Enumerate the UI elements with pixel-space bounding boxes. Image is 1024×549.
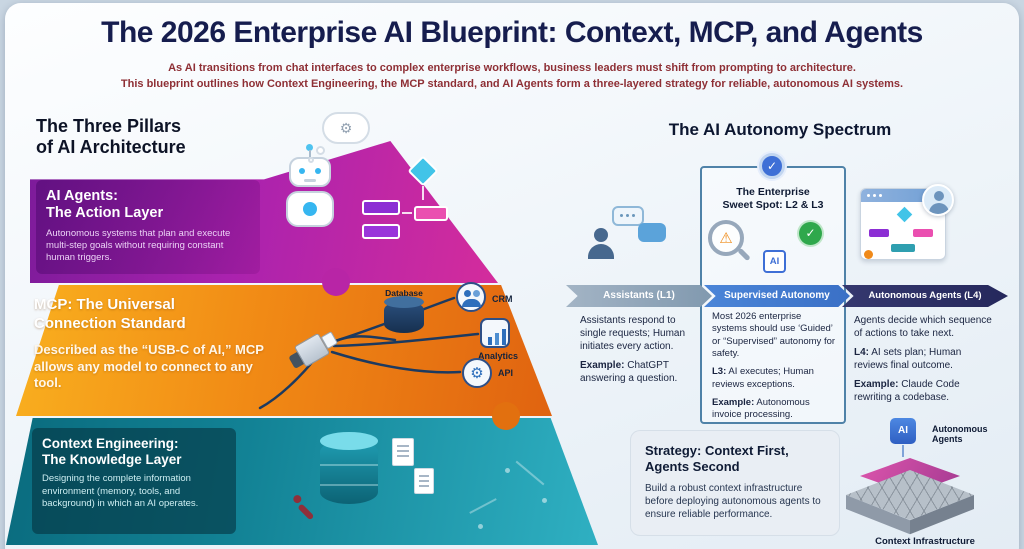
segment-supervised: Supervised Autonomy (704, 285, 850, 307)
status-dot (864, 250, 873, 259)
subtitle-line-2: This blueprint outlines how Context Engi… (120, 78, 904, 90)
assistants-description: Assistants respond to single requests; H… (580, 315, 686, 352)
strategy-box: Strategy: Context First, Agents Second B… (630, 430, 840, 536)
subtitle-line-1: As AI transitions from chat interfaces t… (168, 62, 856, 74)
mcp-title-line1: MCP: The Universal (34, 296, 175, 313)
database-icon: Database (378, 288, 430, 338)
context-title-line2: The Knowledge Layer (42, 452, 182, 468)
flowchart-node-icon (414, 206, 448, 221)
autonomous-description: Agents decide which sequence of actions … (854, 315, 992, 339)
chat-user-icon (588, 206, 670, 268)
stack-ai-chip-icon: AI (890, 418, 916, 444)
spectrum-heading: The AI Autonomy Spectrum (668, 120, 892, 139)
ai-chip-icon: AI (763, 250, 786, 273)
autonomous-agents-label: Autonomous Agents (932, 424, 988, 445)
page-title: The 2026 Enterprise AI Blueprint: Contex… (101, 16, 923, 49)
strategy-body: Build a robust context infrastructure be… (645, 482, 821, 521)
context-infrastructure-label: Context Infrastructure (875, 536, 975, 547)
sweet-spot-line1: The Enterprise (736, 186, 810, 198)
agents-body: Autonomous systems that plan and execute… (46, 227, 231, 264)
flowchart-diamond-icon (407, 155, 439, 187)
crm-label: CRM (492, 294, 513, 304)
avatar-icon (922, 184, 954, 216)
thought-bubble-dot (316, 146, 325, 155)
chip-connector (902, 445, 904, 457)
thought-bubble-icon: ⚙ (322, 112, 370, 144)
analytics-label: Analytics (478, 351, 519, 361)
strategy-title-line2: Agents Second (645, 458, 740, 474)
context-layer-text: Context Engineering: The Knowledge Layer… (32, 428, 236, 534)
circuit-dot (505, 468, 510, 473)
context-title-line1: Context Engineering: (42, 436, 179, 451)
supervised-example: Example: Autonomous invoice processing. (712, 397, 810, 421)
flowchart-node-icon (362, 200, 400, 215)
pillars-heading: The Three Pillars of AI Architecture (36, 116, 186, 157)
chat-bubble-icon (638, 223, 666, 242)
strategy-title-line1: Strategy: Context First, (645, 443, 789, 458)
puzzle-knob-purple (322, 268, 350, 296)
agents-title-line2: The Action Layer (46, 205, 164, 222)
circuit-dot (542, 498, 547, 503)
badge-check-icon: ✓ (759, 153, 785, 179)
puzzle-knob-orange (492, 402, 520, 430)
segment-assistants: Assistants (L1) (566, 285, 712, 307)
check-circle-icon: ✓ (799, 222, 822, 245)
analytics-icon (480, 318, 510, 348)
assistants-column: Assistants respond to single requests; H… (580, 314, 694, 391)
segment-autonomous: Autonomous Agents (L4) (842, 285, 1008, 307)
supervised-description: Most 2026 enterprise systems should use … (712, 311, 836, 360)
mcp-body: Described as the “USB-C of AI,” MCP allo… (34, 342, 264, 391)
thought-bubble-dot (308, 157, 314, 163)
sweet-spot-line2: Sweet Spot: L2 & L3 (722, 199, 824, 212)
context-stack-illustration: AI Autonomous Agents Context Infrastruct… (844, 414, 1006, 548)
assistants-example: Example: ChatGPT answering a question. (580, 360, 678, 384)
crm-icon (456, 282, 486, 312)
autonomous-column: Agents decide which sequence of actions … (854, 314, 996, 410)
agents-layer-text: AI Agents: The Action Layer Autonomous s… (36, 180, 260, 274)
mcp-title: MCP: The Universal Connection Standard (34, 296, 186, 334)
mcp-title-line2: Connection Standard (34, 314, 186, 332)
flowchart-node-icon (362, 224, 400, 239)
sweet-spot-title: The Enterprise Sweet Spot: L2 & L3 (702, 186, 844, 212)
chat-bubble-icon (612, 206, 644, 226)
pillars-heading-line1: The Three Pillars (36, 116, 182, 136)
circuit-dot (478, 524, 483, 529)
flowchart-icon (362, 155, 472, 248)
supervised-l3: L3: AI executes; Human reviews exception… (712, 366, 814, 390)
api-gear-icon: ⚙ (462, 358, 492, 388)
pillars-heading-line2: of AI Architecture (36, 136, 186, 157)
context-body: Designing the complete information envir… (42, 473, 199, 510)
api-label: API (498, 368, 514, 378)
document-icon (392, 438, 414, 466)
database-label: Database (385, 288, 423, 298)
autonomous-l4: L4: AI sets plan; Human reviews final ou… (854, 347, 962, 371)
agents-title-line1: AI Agents: (46, 188, 118, 204)
autonomous-example: Example: Claude Code rewriting a codebas… (854, 379, 960, 403)
knowledge-database-icon (320, 432, 378, 504)
supervised-column: Most 2026 enterprise systems should use … (712, 311, 836, 428)
document-icon (414, 468, 434, 494)
